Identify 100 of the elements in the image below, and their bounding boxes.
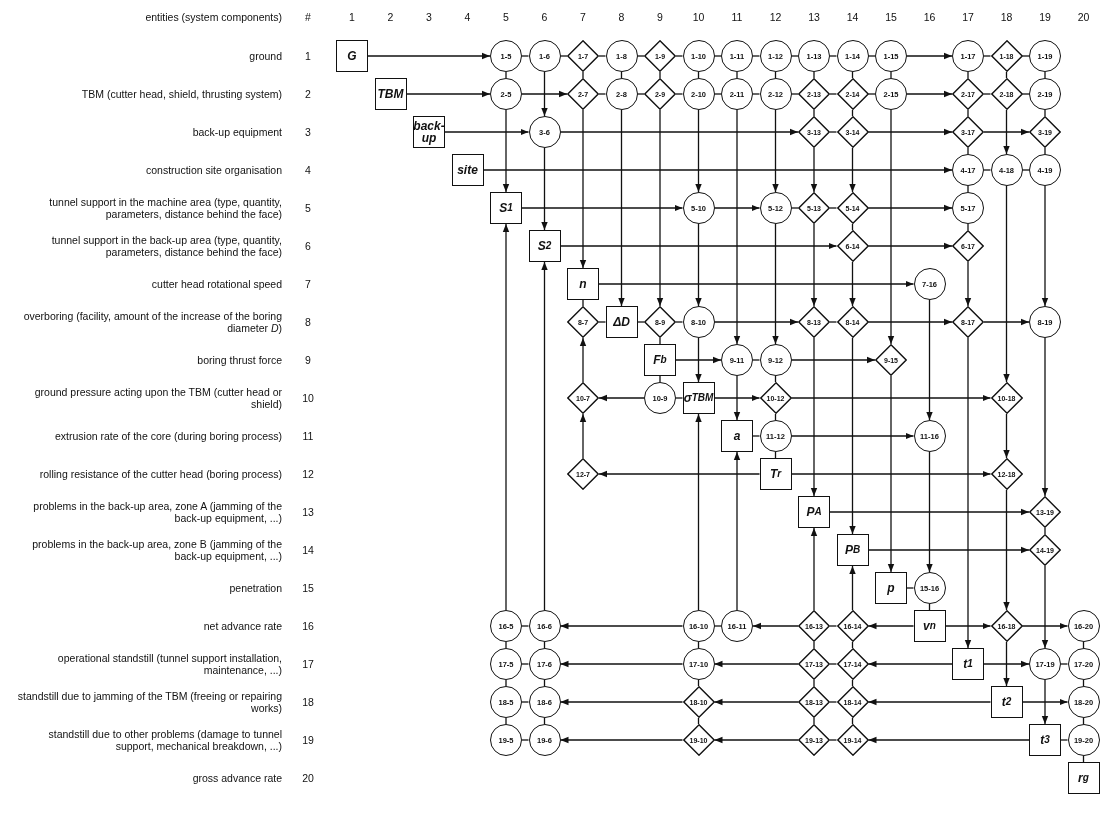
- connector-line: [813, 109, 815, 117]
- row-label: gross advance rate: [191, 772, 282, 784]
- arrow: [579, 337, 587, 383]
- connector-line: [636, 55, 645, 57]
- arrow: [867, 622, 915, 630]
- arrow: [1003, 185, 1010, 383]
- column-number: 16: [922, 11, 937, 23]
- arrow: [713, 660, 799, 668]
- connector-line: [675, 55, 684, 57]
- connector-line: [967, 185, 969, 193]
- arrow: [1003, 489, 1010, 611]
- arrow: [1003, 109, 1010, 155]
- connector-line: [774, 375, 777, 383]
- connector-line: [851, 717, 854, 725]
- column-number: 15: [884, 11, 898, 23]
- connector-line: [967, 223, 969, 231]
- connector-line: [543, 717, 546, 725]
- arrow: [502, 109, 510, 193]
- connector-line: [829, 625, 838, 627]
- connector-line: [636, 93, 645, 95]
- arrow: [887, 375, 895, 573]
- row-number: 4: [304, 164, 312, 176]
- arrow: [810, 223, 818, 307]
- row-label: construction site organisation: [145, 164, 282, 176]
- row-label: standstill due to jamming of the TBM (freeing or repairing works): [16, 690, 282, 714]
- arrow: [733, 375, 741, 421]
- column-number: 13: [807, 11, 821, 23]
- row-number: 13: [301, 506, 315, 518]
- arrow: [926, 299, 933, 421]
- arrow: [1041, 185, 1049, 307]
- arrow: [598, 280, 915, 288]
- connector-line: [659, 71, 661, 79]
- connector-line: [582, 71, 584, 79]
- arrow: [983, 660, 1030, 668]
- connector-line: [521, 663, 530, 665]
- row-label: problems in the back-up area, zone A (jamming of the back-up equipment, ...): [32, 500, 282, 524]
- entity-box: n: [567, 268, 599, 300]
- row-label: tunnel support in the machine area (type, quantity, parameters, distance behind the face): [48, 196, 282, 220]
- column-number: 7: [579, 11, 587, 23]
- column-number: 9: [656, 11, 664, 23]
- arrow: [964, 261, 972, 307]
- connector-line: [813, 71, 815, 79]
- arrow: [849, 261, 856, 307]
- row-number: 10: [301, 392, 315, 404]
- connector-line: [736, 71, 738, 79]
- row-number: 1: [304, 50, 312, 62]
- connector-line: [598, 55, 607, 57]
- arrow: [405, 90, 491, 98]
- connector-line: [598, 321, 607, 323]
- connector-line: [713, 55, 722, 57]
- connector-line: [1044, 147, 1046, 155]
- arrow: [887, 109, 895, 345]
- arrow: [867, 128, 953, 136]
- connector-line: [505, 71, 507, 79]
- connector-line: [505, 717, 507, 725]
- arrow: [598, 394, 645, 402]
- entity-box: p: [875, 572, 907, 604]
- arrow: [983, 318, 1030, 326]
- arrow: [1041, 679, 1049, 725]
- arrow: [559, 242, 838, 250]
- connector-line: [697, 641, 700, 649]
- arrow: [367, 52, 491, 60]
- arrow: [790, 470, 992, 478]
- arrow: [675, 356, 722, 364]
- column-number: 18: [999, 11, 1014, 23]
- arrow: [772, 109, 779, 193]
- arrow: [598, 470, 761, 478]
- connector-line: [521, 55, 530, 57]
- row-label: ground: [248, 50, 282, 62]
- arrow: [1003, 413, 1010, 459]
- connector-line: [505, 679, 507, 687]
- connector-line: [829, 55, 838, 57]
- row-number: 3: [304, 126, 312, 138]
- arrow: [1003, 641, 1010, 687]
- entity-box: site: [451, 154, 484, 186]
- connector-line: [1044, 527, 1046, 535]
- arrow: [713, 204, 761, 212]
- connector-line: [829, 739, 838, 741]
- row-number: 2: [304, 88, 312, 100]
- arrow: [964, 337, 972, 649]
- connector-line: [1021, 93, 1030, 95]
- connector-line: [713, 93, 722, 95]
- arrow: [559, 128, 799, 136]
- row-number: 7: [304, 278, 312, 290]
- connector-line: [521, 625, 530, 627]
- column-number: 5: [502, 11, 510, 23]
- arrow: [906, 52, 953, 60]
- arrow: [733, 109, 741, 345]
- row-label: cutter head rotational speed: [150, 278, 282, 290]
- connector-line: [543, 679, 546, 687]
- connector-line: [928, 603, 931, 611]
- connector-line: [752, 55, 761, 57]
- arrow: [618, 109, 625, 307]
- connector-line: [983, 93, 992, 95]
- arrow: [444, 128, 530, 136]
- row-number: 19: [301, 734, 315, 746]
- column-heading: entities (system components): [144, 11, 282, 23]
- connector-line: [1021, 169, 1030, 171]
- connector-line: [906, 587, 915, 589]
- connector-line: [675, 93, 684, 95]
